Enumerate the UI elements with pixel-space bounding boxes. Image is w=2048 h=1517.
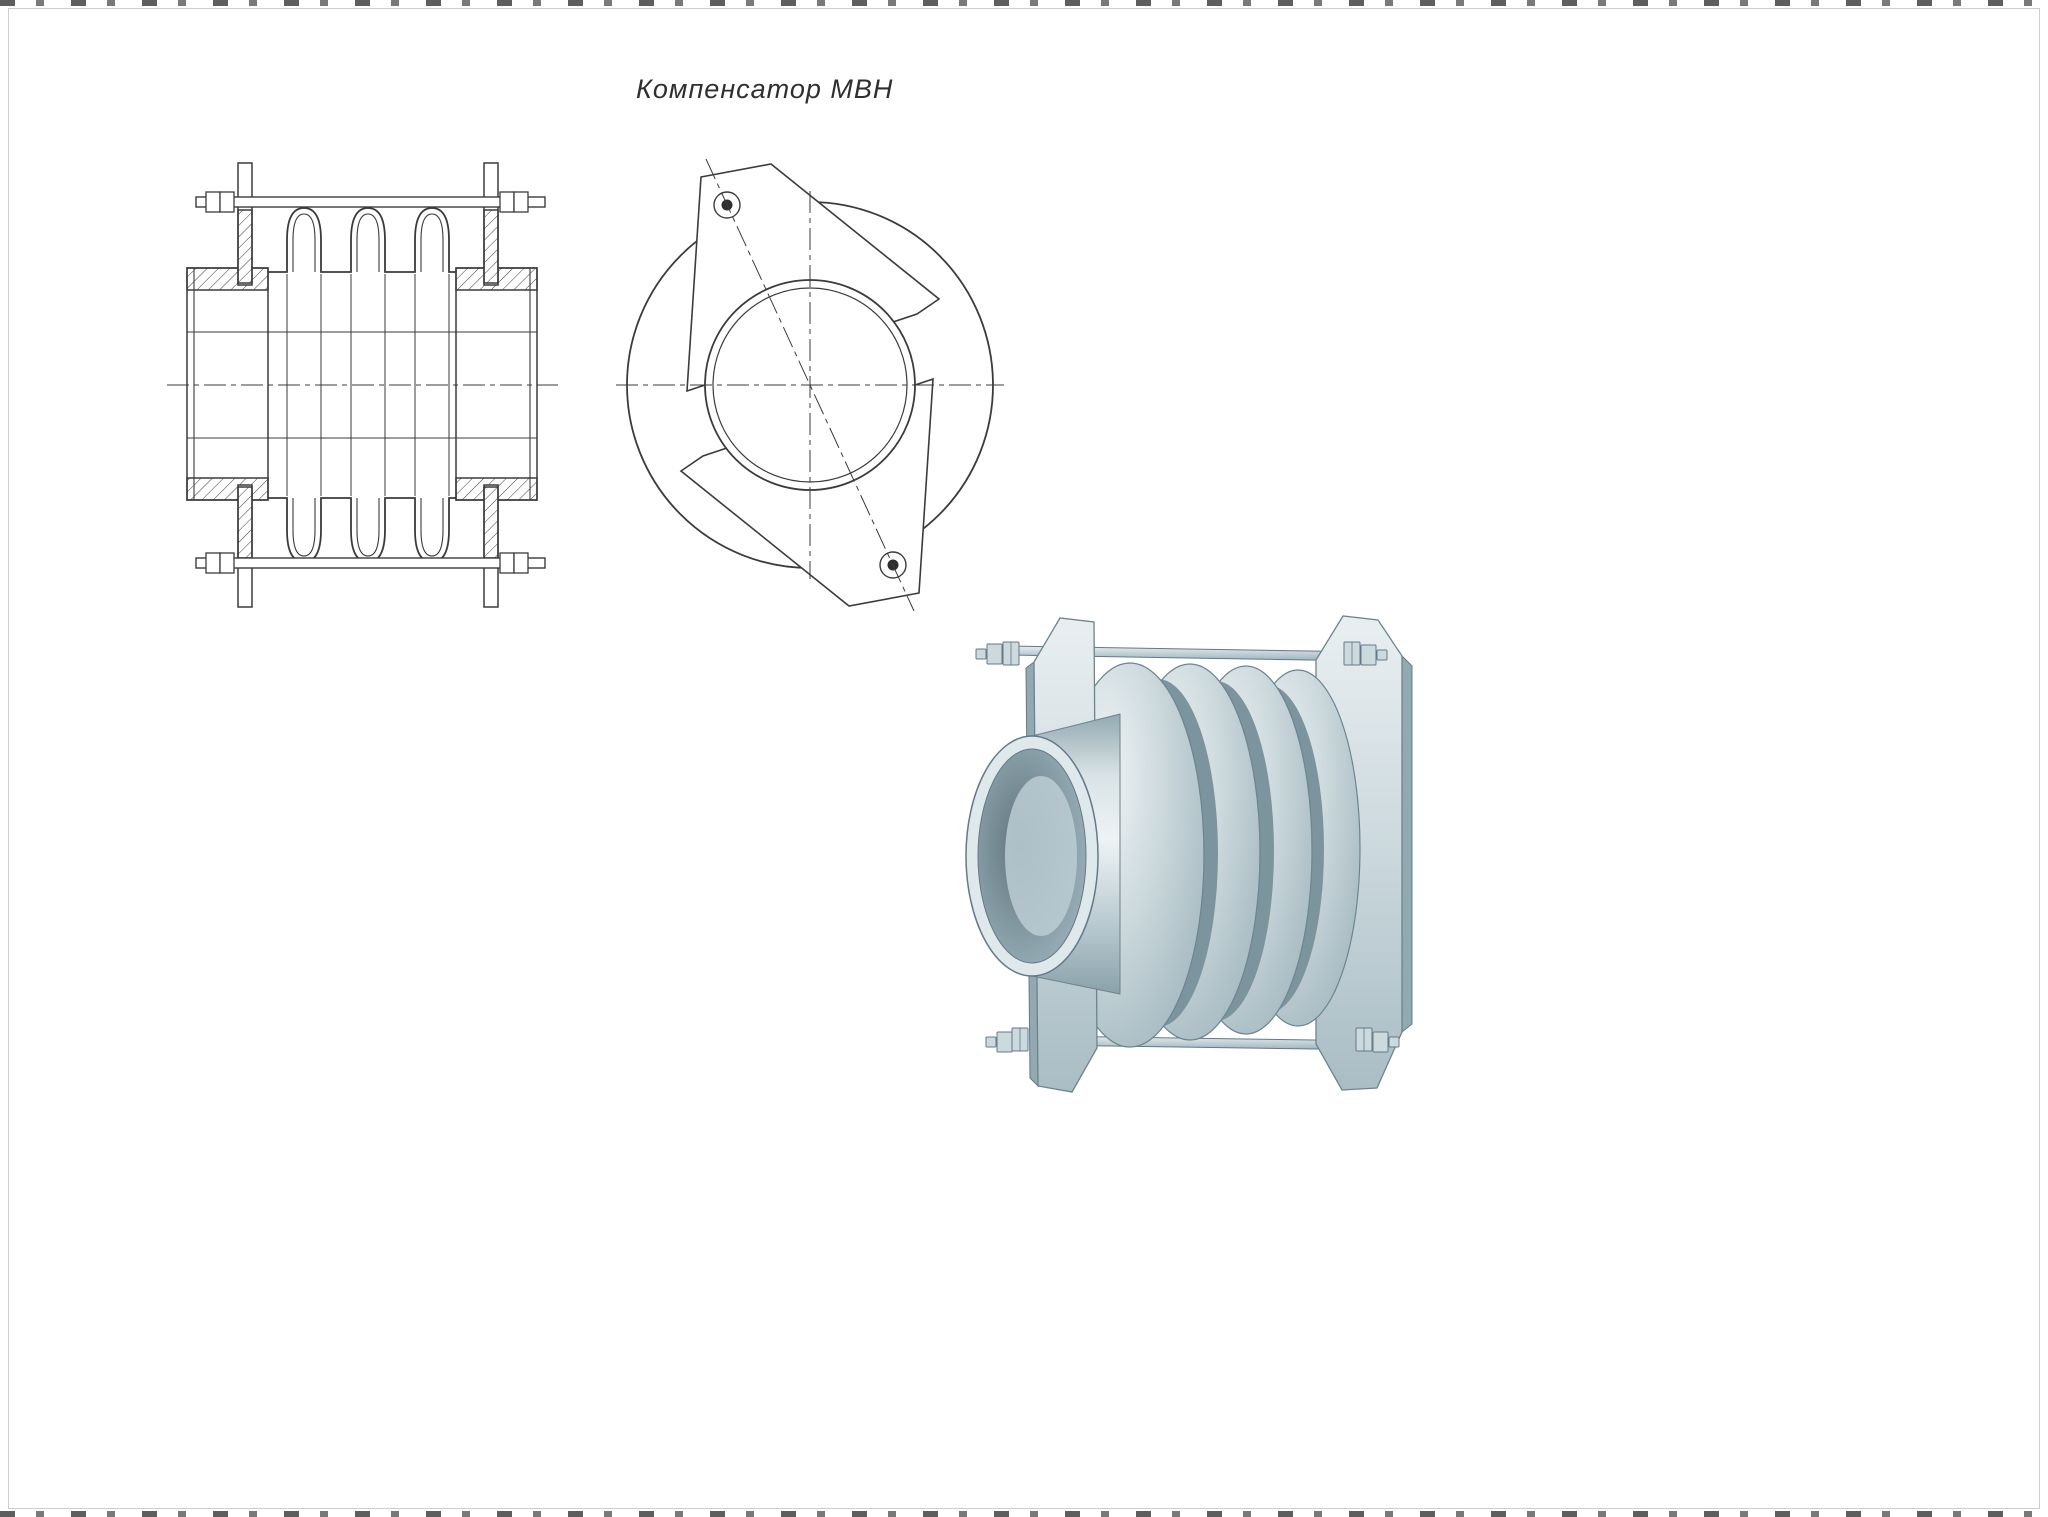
bolt-assembly-bottom-left <box>985 1027 1029 1053</box>
bolt-assembly-top-left <box>975 641 1020 666</box>
bolt-assemblies-3d <box>975 641 1400 1053</box>
tie-rod-bottom <box>195 557 546 569</box>
lug-hatch <box>237 486 253 559</box>
section-hatch <box>186 477 269 501</box>
pipe-3d-bore-far <box>1005 776 1077 936</box>
lug-hatch <box>483 209 499 284</box>
nut <box>996 1031 1013 1053</box>
nut <box>499 191 515 213</box>
nut <box>499 552 515 574</box>
bolt-tip <box>975 648 987 660</box>
lug-hatch <box>237 209 253 284</box>
centerline-diagonal <box>705 158 915 612</box>
page-edge-ticks-top <box>0 0 2048 6</box>
nut <box>205 191 221 213</box>
bellows-3d <box>1055 662 1361 1048</box>
bolt-tip <box>1376 649 1388 661</box>
side-view <box>167 162 558 608</box>
bolt-tip <box>985 1036 997 1048</box>
nut <box>513 552 529 574</box>
nut <box>219 191 235 213</box>
bolt-assembly-bottom-right <box>1355 1027 1400 1053</box>
tie-rod-nuts <box>205 191 529 574</box>
nut <box>1360 644 1377 666</box>
bolt-assembly-top-right <box>1343 641 1388 666</box>
nut <box>205 552 221 574</box>
tie-rod-top <box>195 196 546 208</box>
render-3d <box>965 615 1413 1093</box>
centerlines <box>616 158 1004 612</box>
nut <box>513 191 529 213</box>
page-edge-ticks-bottom <box>0 1511 2048 1517</box>
pipe-end-right <box>455 267 538 501</box>
bellows-profile-top <box>268 207 456 273</box>
pipe-end-left <box>186 267 269 501</box>
nut <box>219 552 235 574</box>
nut <box>1372 1031 1389 1053</box>
nut <box>986 643 1003 665</box>
drawing-title: Компенсатор МВН <box>636 74 894 104</box>
section-hatch <box>186 267 269 291</box>
end-plate-right-edge <box>1401 654 1413 1034</box>
bellows-profile-bottom-inner <box>292 498 444 557</box>
bellows-profile-top-inner <box>292 213 444 272</box>
bolt-tip <box>1388 1036 1400 1048</box>
lug-hatch <box>483 486 499 559</box>
front-view <box>616 158 1004 612</box>
